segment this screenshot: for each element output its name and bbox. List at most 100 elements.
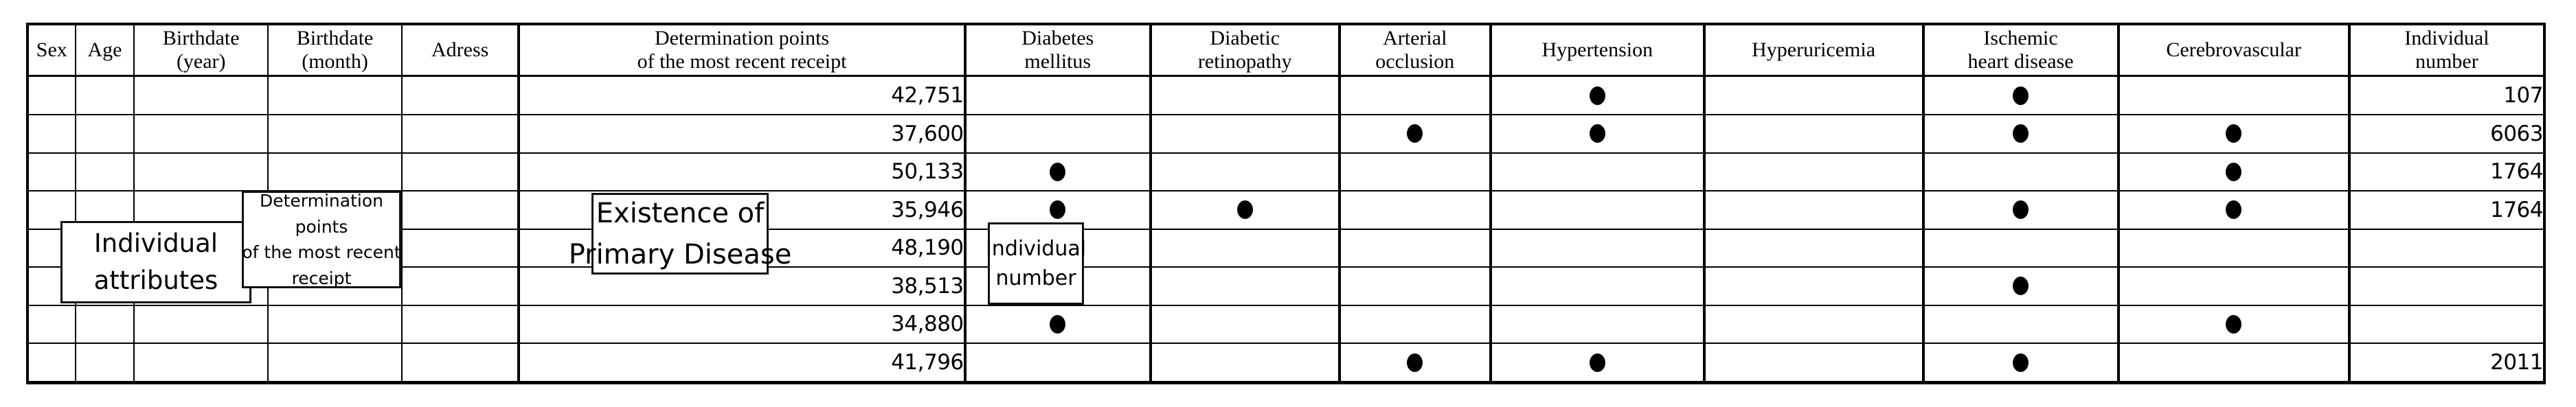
disease-dot-diabetic-retinopathy (1236, 200, 1253, 220)
cell-individual-number: 2011 (2347, 342, 2546, 385)
column-header-ischemic-heart-disease-line1: Ischemic (1983, 27, 2058, 49)
column-header-ischemic-heart-disease-line2: heart disease (1967, 50, 2074, 73)
cell-individual-number: 6063 (2347, 114, 2546, 154)
callout-individual-attributes-line2: attributes (93, 266, 218, 295)
cell-cerebrovascular (2116, 304, 2350, 345)
cell-sex (26, 152, 76, 192)
column-header-hyperuricemia: Hyperuricemia (1702, 23, 1924, 78)
cell-determination: 42,751 (517, 75, 966, 116)
cell-cerebrovascular (2116, 342, 2350, 385)
cell-hypertension (1489, 304, 1705, 345)
column-header-sex-line1: Sex (36, 38, 67, 62)
disease-dot-ischemic-heart-disease (2013, 277, 2029, 296)
cell-ischemic-heart-disease (1921, 342, 2119, 385)
cell-adress (400, 114, 520, 154)
cell-ischemic-heart-disease (1921, 75, 2119, 116)
cell-individual-number: 1764 (2347, 152, 2546, 192)
disease-dot-ischemic-heart-disease (2013, 124, 2029, 143)
callout-primary-disease-line2: Primary Disease (568, 238, 792, 270)
cell-ischemic-heart-disease (1921, 228, 2119, 268)
cell-adress (400, 342, 520, 385)
cell-cerebrovascular (2116, 266, 2350, 306)
cell-ischemic-heart-disease (1921, 152, 2119, 192)
disease-dot-cerebrovascular (2226, 314, 2242, 334)
cell-sex (26, 75, 76, 116)
cell-individual-number: 107 (2347, 75, 2546, 116)
cell-diabetic-retinopathy (1149, 114, 1340, 154)
column-header-individual-number-line1: Individual (2404, 27, 2489, 49)
cell-hyperuricemia (1702, 342, 1924, 385)
table-row: 42,751 107 (26, 75, 2546, 116)
cell-diabetic-retinopathy (1149, 342, 1340, 385)
table-row: 38,513 (26, 266, 2546, 306)
cell-age (74, 342, 135, 385)
cell-hyperuricemia (1702, 266, 1924, 306)
cell-diabetic-retinopathy (1149, 152, 1340, 192)
cell-hyperuricemia (1702, 304, 1924, 345)
cell-sex (26, 190, 76, 230)
column-header-sex: Sex (26, 23, 76, 78)
callout-determination-points-line3: of the most recent (242, 242, 401, 262)
column-header-diabetic-retinopathy-line2: retinopathy (1197, 50, 1292, 73)
cell-arterial-occlusion (1337, 190, 1491, 230)
column-header-arterial-occlusion-line1: Arterial (1383, 27, 1447, 49)
cell-cerebrovascular (2116, 152, 2350, 192)
cell-birthdate-month (267, 114, 403, 154)
cell-cerebrovascular (2116, 190, 2350, 230)
cell-determination: 41,796 (517, 342, 966, 385)
cell-birthdate-month (267, 75, 403, 116)
column-header-hypertension-line1: Hypertension (1541, 38, 1653, 62)
column-header-birthdate-month-line1: Birthdate (296, 27, 374, 49)
cell-ischemic-heart-disease (1921, 266, 2119, 306)
cell-arterial-occlusion (1337, 152, 1491, 192)
cell-birthdate-month (267, 152, 403, 192)
cell-age (74, 152, 135, 192)
disease-dot-ischemic-heart-disease (2013, 353, 2029, 372)
callout-individual-number-line1: Individual (985, 236, 1087, 261)
disease-dot-ischemic-heart-disease (2013, 86, 2029, 105)
cell-diabetes-mellitus (963, 75, 1151, 116)
column-header-hyperuricemia-line1: Hyperuricemia (1752, 38, 1876, 62)
callout-primary-disease-line1: Existence of (596, 197, 765, 229)
cell-age (74, 304, 135, 345)
callout-individual-number-line2: number (995, 266, 1076, 290)
cell-sex (26, 342, 76, 385)
table-row: 34,880 (26, 304, 2546, 345)
column-header-cerebrovascular: Cerebrovascular (2116, 23, 2350, 78)
cell-age (74, 75, 135, 116)
cell-birthdate-year (133, 75, 269, 116)
cell-arterial-occlusion (1337, 228, 1491, 268)
cell-hyperuricemia (1702, 190, 1924, 230)
column-header-birthdate-month-line2: (month) (302, 50, 368, 73)
column-header-birthdate-month: Birthdate(month) (267, 23, 403, 78)
cell-diabetic-retinopathy (1149, 228, 1340, 268)
cell-adress (400, 75, 520, 116)
column-header-individual-number-line2: number (2415, 50, 2478, 73)
cell-diabetic-retinopathy (1149, 190, 1340, 230)
callout-individual-number: Individual number (985, 222, 1087, 305)
cell-cerebrovascular (2116, 114, 2350, 154)
cell-sex (26, 114, 76, 154)
cell-birthdate-month (267, 342, 403, 385)
cell-arterial-occlusion (1337, 266, 1491, 306)
cell-determination: 37,600 (517, 114, 966, 154)
table-row: 41,796 2011 (26, 342, 2546, 385)
disease-dot-diabetes-mellitus (1050, 200, 1066, 220)
column-header-birthdate-year-line2: (year) (176, 50, 226, 73)
callout-individual-attributes-line1: Individual (93, 229, 218, 259)
cell-hypertension (1489, 152, 1705, 192)
cell-adress (400, 228, 520, 268)
callout-determination-points-line2: points (295, 216, 348, 237)
cell-sex (26, 304, 76, 345)
column-header-diabetes-mellitus-line2: mellitus (1024, 50, 1092, 73)
cell-ischemic-heart-disease (1921, 114, 2119, 154)
table-row: 48,190 (26, 228, 2546, 268)
column-header-adress-line1: Adress (431, 38, 489, 62)
callout-determination-points: Determination points of the most recent … (242, 191, 401, 288)
callout-determination-points-line1: Determination (259, 191, 383, 211)
